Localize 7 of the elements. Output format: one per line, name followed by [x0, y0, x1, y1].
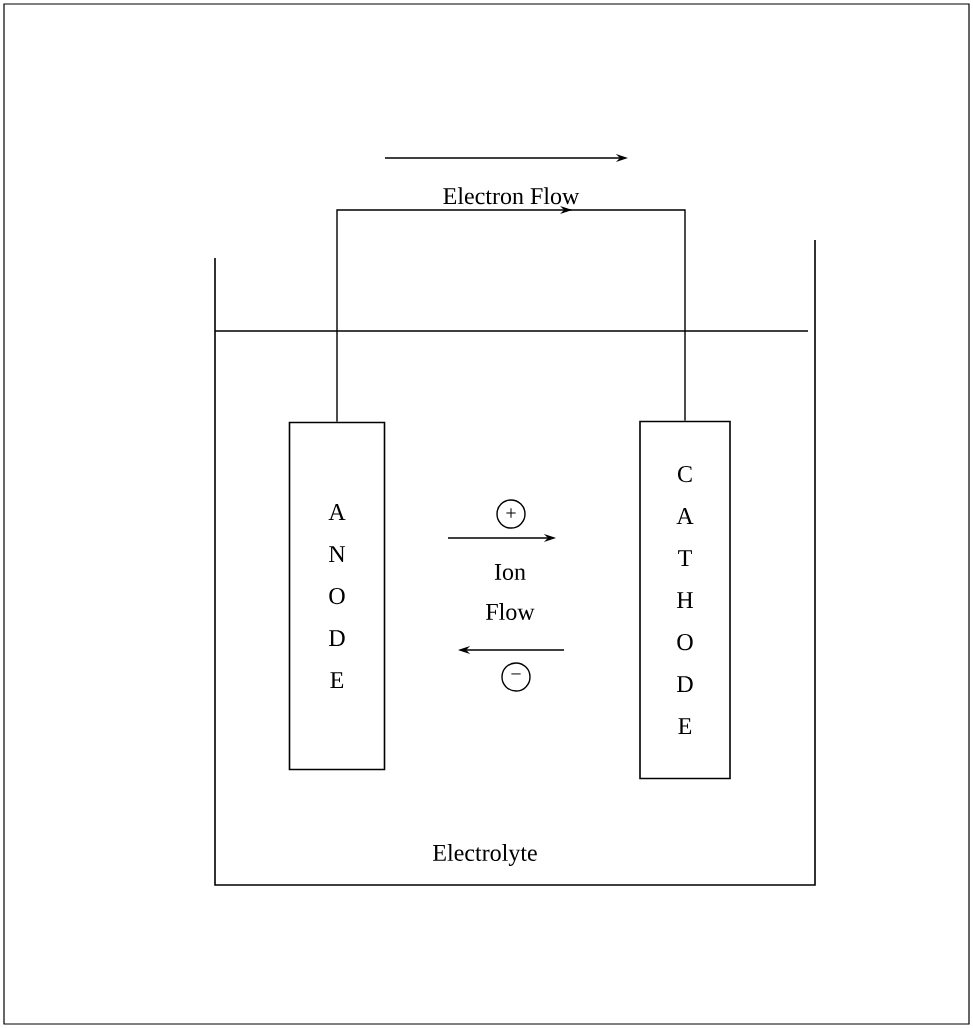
wire — [336, 205, 686, 423]
ion-sign: − — [501, 662, 531, 692]
edge-label: Electron Flow — [443, 187, 580, 205]
ion-sign: + — [496, 499, 526, 529]
electrode-box: C A T H O D E — [639, 420, 731, 780]
ion-flow-label: Ion Flow — [486, 564, 535, 620]
electrode-box: A N O D E — [288, 421, 386, 771]
